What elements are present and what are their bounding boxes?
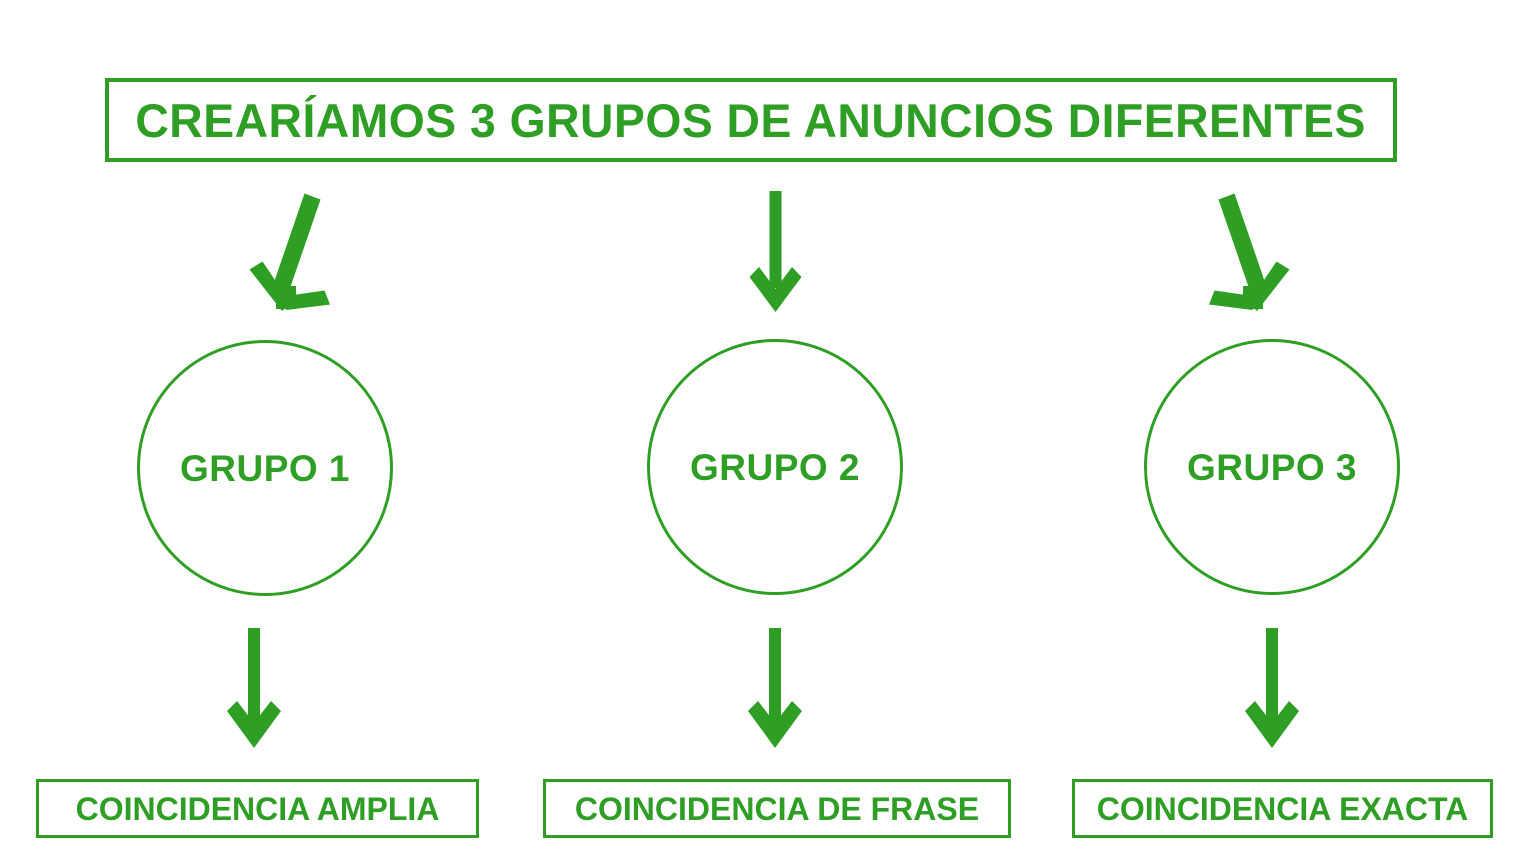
- group-circle-label-1: GRUPO 1: [179, 447, 351, 489]
- group-circle-label-2: GRUPO 2: [689, 446, 861, 488]
- group-circle-1: GRUPO 1: [137, 340, 393, 596]
- match-type-label-broad: COINCIDENCIA AMPLIA: [75, 790, 440, 827]
- arrow-down-right-chevron-icon: [1209, 193, 1290, 311]
- match-type-label-phrase: COINCIDENCIA DE FRASE: [574, 790, 980, 827]
- group-circle-label-3: GRUPO 3: [1186, 446, 1358, 488]
- match-type-label-exact: COINCIDENCIA EXACTA: [1096, 790, 1469, 827]
- arrow-down-solid-icon: [1245, 628, 1299, 748]
- page-title: CREARÍAMOS 3 GRUPOS DE ANUNCIOS DIFERENT…: [135, 93, 1367, 147]
- group-circle-2: GRUPO 2: [647, 339, 903, 595]
- arrow-down-solid-icon: [227, 628, 281, 748]
- arrow-down-solid-icon: [749, 191, 802, 312]
- match-type-box-broad: COINCIDENCIA AMPLIA: [36, 779, 479, 838]
- arrow-down-solid-icon: [748, 628, 802, 748]
- match-type-box-phrase: COINCIDENCIA DE FRASE: [543, 779, 1011, 838]
- arrow-down-left-chevron-icon: [249, 193, 330, 311]
- match-type-box-exact: COINCIDENCIA EXACTA: [1072, 779, 1493, 838]
- title-banner: CREARÍAMOS 3 GRUPOS DE ANUNCIOS DIFERENT…: [105, 78, 1397, 162]
- group-circle-3: GRUPO 3: [1144, 339, 1400, 595]
